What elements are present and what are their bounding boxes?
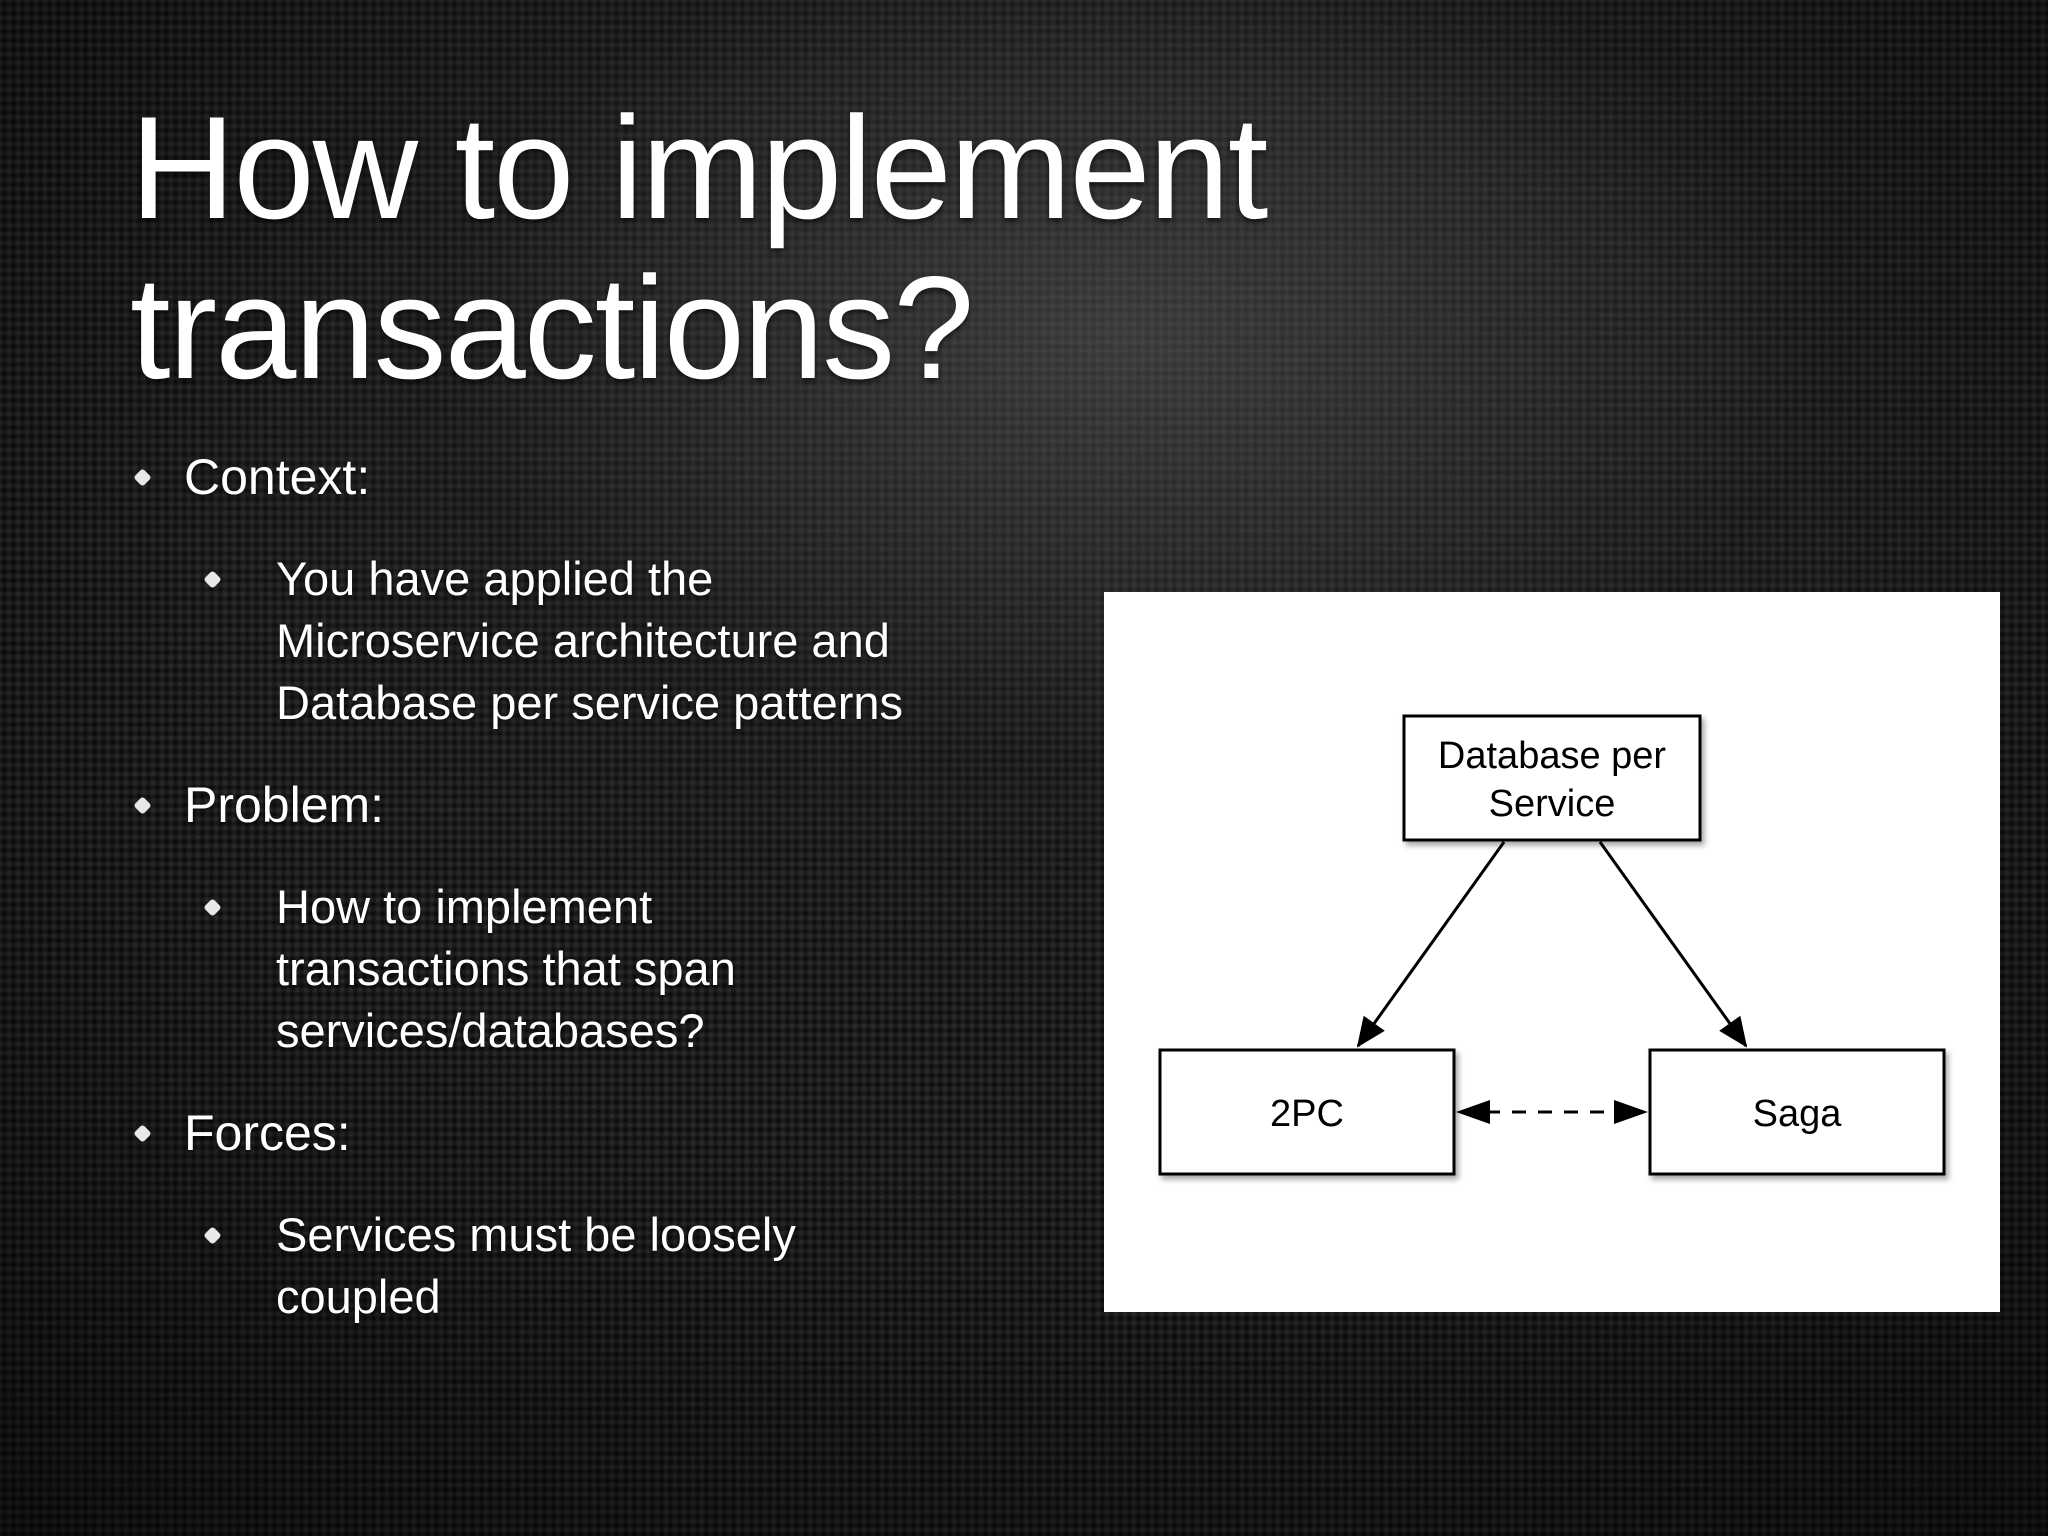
dashed-link-arrowhead-left — [1456, 1100, 1490, 1124]
sub-bullet-marker-icon — [203, 570, 222, 589]
bullet-forces-label: Forces: — [184, 1105, 351, 1161]
node-saga-label: Saga — [1753, 1093, 1843, 1135]
sub-bullet-forces-text: Services must be loosely coupled — [276, 1208, 796, 1323]
bullet-context: Context: — [133, 446, 1036, 508]
pattern-diagram-svg: Database per Service 2PC Saga — [1158, 714, 1946, 1176]
node-database-per-service-line-1: Database per — [1438, 735, 1666, 777]
slide-title-line-2: transactions? — [130, 246, 974, 409]
bullet-problem-label: Problem: — [184, 777, 385, 833]
slide-title-line-1: How to implement — [130, 86, 1268, 249]
node-database-per-service-line-2: Service — [1489, 783, 1616, 825]
arrow-to-2pc — [1356, 841, 1506, 1048]
bullet-forces: Forces: — [133, 1102, 1036, 1164]
node-saga: Saga — [1648, 1048, 1946, 1176]
sub-bullet-marker-icon — [203, 1226, 222, 1245]
sub-bullet-marker-icon — [203, 898, 222, 917]
pattern-diagram: Database per Service 2PC Saga — [1104, 592, 2000, 1312]
node-2pc: 2PC — [1158, 1048, 1456, 1176]
bullet-marker-icon — [133, 468, 152, 487]
node-2pc-label: 2PC — [1270, 1093, 1344, 1135]
bullet-marker-icon — [133, 1124, 152, 1143]
bullet-context-label: Context: — [184, 449, 371, 505]
sub-bullet-context: You have applied the Microservice archit… — [203, 548, 926, 734]
node-database-per-service: Database per Service — [1402, 714, 1702, 842]
slide-title: How to implement transactions? — [130, 86, 1268, 409]
arrow-to-saga — [1598, 841, 1748, 1048]
bullet-problem: Problem: — [133, 774, 1036, 836]
dashed-link-arrowhead-right — [1614, 1100, 1648, 1124]
bullet-list: Context: You have applied the Microservi… — [133, 446, 1036, 1328]
bullet-marker-icon — [133, 796, 152, 815]
sub-bullet-problem-text: How to implement transactions that span … — [276, 880, 736, 1057]
sub-bullet-context-text: You have applied the Microservice archit… — [276, 552, 903, 729]
sub-bullet-problem: How to implement transactions that span … — [203, 876, 836, 1062]
sub-bullet-forces: Services must be loosely coupled — [203, 1204, 876, 1328]
